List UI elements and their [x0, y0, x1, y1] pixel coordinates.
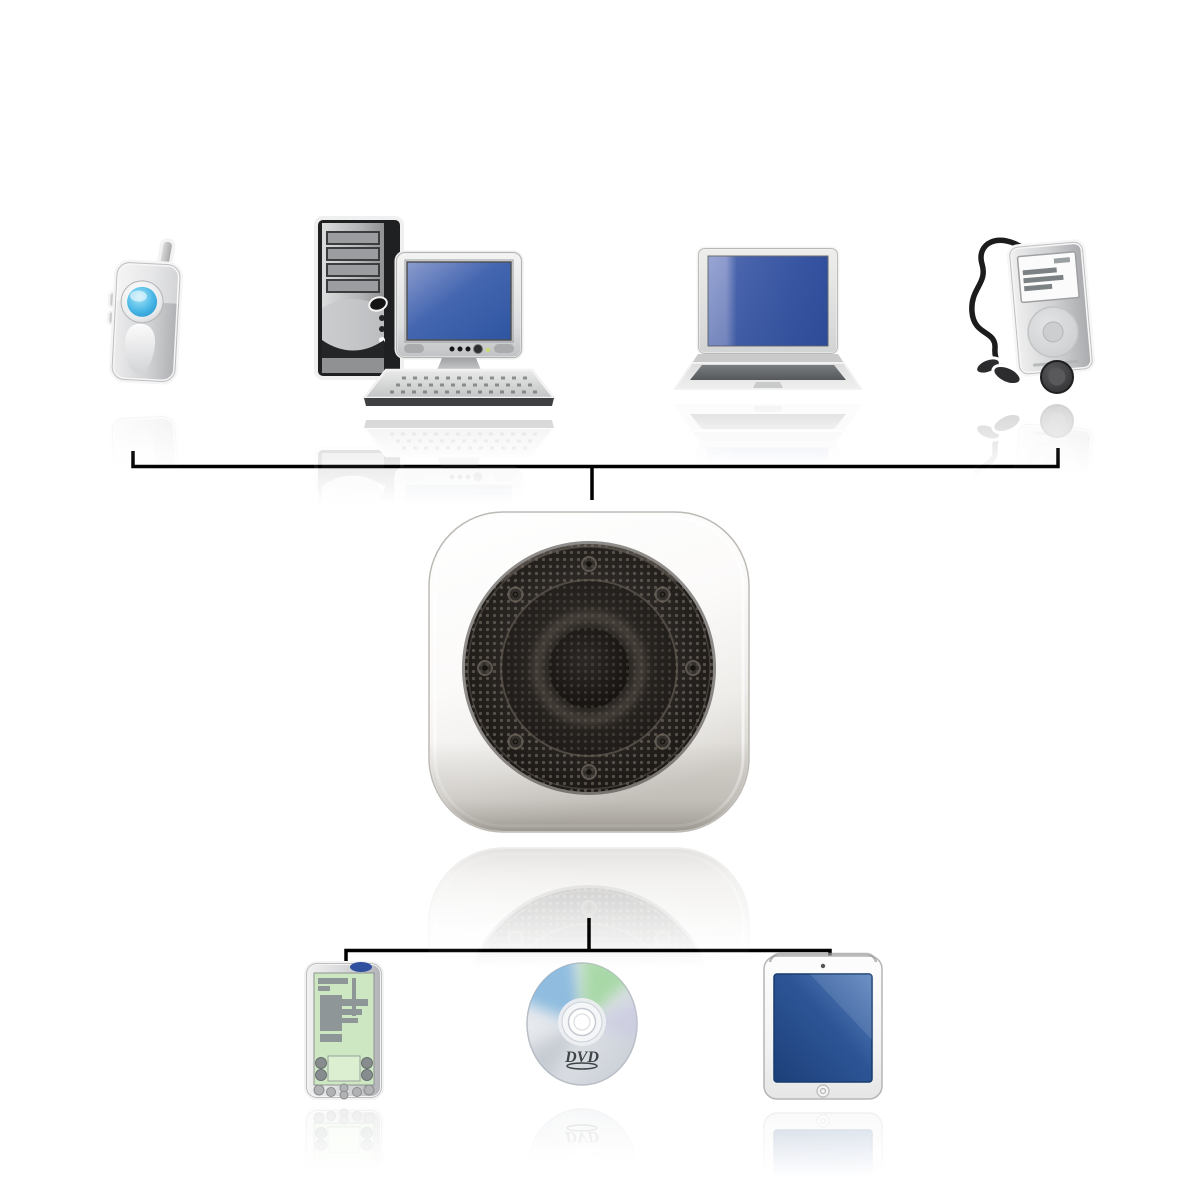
dvd-disc-icon: DVD: [516, 956, 648, 1096]
desktop-computer: [314, 216, 557, 406]
top-bracket-connector: [131, 448, 1060, 469]
mp3-body: [1006, 239, 1096, 377]
earbud: [991, 363, 1023, 387]
laptop-hinge: [692, 354, 844, 363]
pda-icon: [294, 958, 394, 1103]
desktop-computer-icon: [300, 212, 558, 412]
monitor-vent: [404, 344, 424, 353]
earbud-cable: [969, 237, 1029, 377]
keyboard: [361, 368, 557, 406]
tablet-camera: [820, 963, 826, 969]
speaker-icon: [426, 508, 752, 838]
laptop-touchpad: [753, 382, 783, 388]
tablet-screen: [773, 973, 873, 1083]
speaker-grille: [462, 541, 716, 795]
tablet-top-edge: [768, 952, 878, 963]
mp3-player-icon: [962, 228, 1112, 398]
dvd-disc: DVD: [526, 962, 638, 1086]
pda: [304, 961, 384, 1100]
computer-tower: [314, 216, 404, 380]
pda-screen-content: [318, 978, 368, 1042]
monitor-vent: [494, 344, 514, 353]
mobile-phone: [106, 238, 183, 385]
dvd-logo-ellipse: [566, 1062, 598, 1070]
tablet-home-button: [816, 1084, 830, 1098]
monitor-controls: [449, 344, 490, 354]
phone-highlight: [124, 323, 156, 374]
laptop: [673, 246, 863, 390]
disc-lavender-sheen: [582, 996, 637, 1042]
power-button: [368, 296, 388, 312]
crt-monitor: [394, 250, 524, 386]
tablet-icon: [758, 950, 888, 1105]
pda-screen-buttons: [315, 1057, 373, 1081]
speaker: [428, 511, 750, 833]
dvd-logo-text: DVD: [564, 1049, 599, 1066]
laptop-icon: [668, 246, 868, 396]
disc-hole: [573, 1013, 591, 1031]
pda-power-button: [350, 962, 372, 972]
pda-hard-buttons: [313, 1083, 375, 1100]
monitor-screen: [406, 261, 512, 341]
mp3-player: [966, 234, 1096, 394]
mobile-phone-icon: [95, 238, 195, 398]
tablet: [763, 952, 883, 1100]
laptop-keyboard-well: [690, 365, 846, 380]
drive-bays: [326, 231, 380, 293]
